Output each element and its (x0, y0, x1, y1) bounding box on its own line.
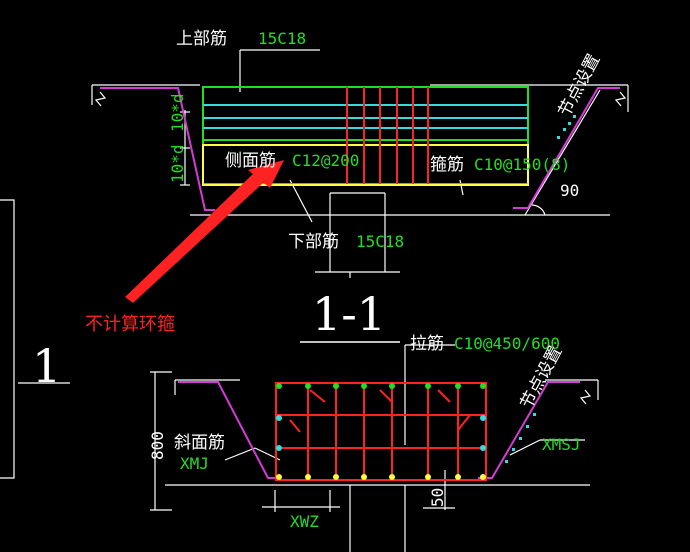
annotation-arrow (125, 160, 284, 303)
top-longitudinal-bars (202, 86, 529, 186)
side-mark-lines (0, 199, 70, 479)
upper-bar-value: 15C18 (258, 29, 306, 48)
bottom-slope-dots (505, 413, 536, 463)
side-mark-text: 1 (32, 339, 61, 393)
dim-upper-text: 10*d (168, 93, 187, 132)
tie-bar-value: C10@450/600 (454, 334, 560, 353)
side-bar-label: 侧面筋 (225, 151, 276, 171)
lower-bar-value: 15C18 (356, 232, 404, 251)
lower-bar-label: 下部筋 (288, 232, 339, 252)
top-node-label: 节点设置 (555, 51, 605, 120)
xmsj-text: XMSJ (542, 435, 581, 454)
bottom-foundation-outline (150, 344, 599, 552)
angle-text: 90 (560, 181, 579, 200)
tie-bar-label: 拉筋 (410, 334, 444, 354)
slope-bar-value: XMJ (180, 454, 209, 473)
stirrup-value: C10@150(8) (474, 155, 570, 174)
dim-height-text: 800 (148, 431, 167, 460)
slope-bar-label: 斜面筋 (174, 433, 225, 453)
section-title: 1-1 (312, 287, 386, 341)
bottom-rebar-cage (275, 382, 487, 481)
upper-bar-label: 上部筋 (176, 29, 227, 49)
top-stirrup-bars (346, 87, 429, 184)
top-slope-outline (100, 87, 620, 211)
xwz-text: XWZ (290, 512, 319, 531)
dim-bottom-text: 50 (428, 488, 447, 507)
side-bar-value: C12@200 (292, 151, 359, 170)
bottom-node-label: 节点设置 (517, 343, 567, 412)
stirrup-label: 箍筋 (430, 155, 464, 175)
dim-lower-text: 10*d (168, 144, 187, 183)
top-slope-dots (557, 115, 576, 139)
annotation-text: 不计算环箍 (85, 314, 175, 335)
bottom-rebar-dots (276, 383, 486, 480)
